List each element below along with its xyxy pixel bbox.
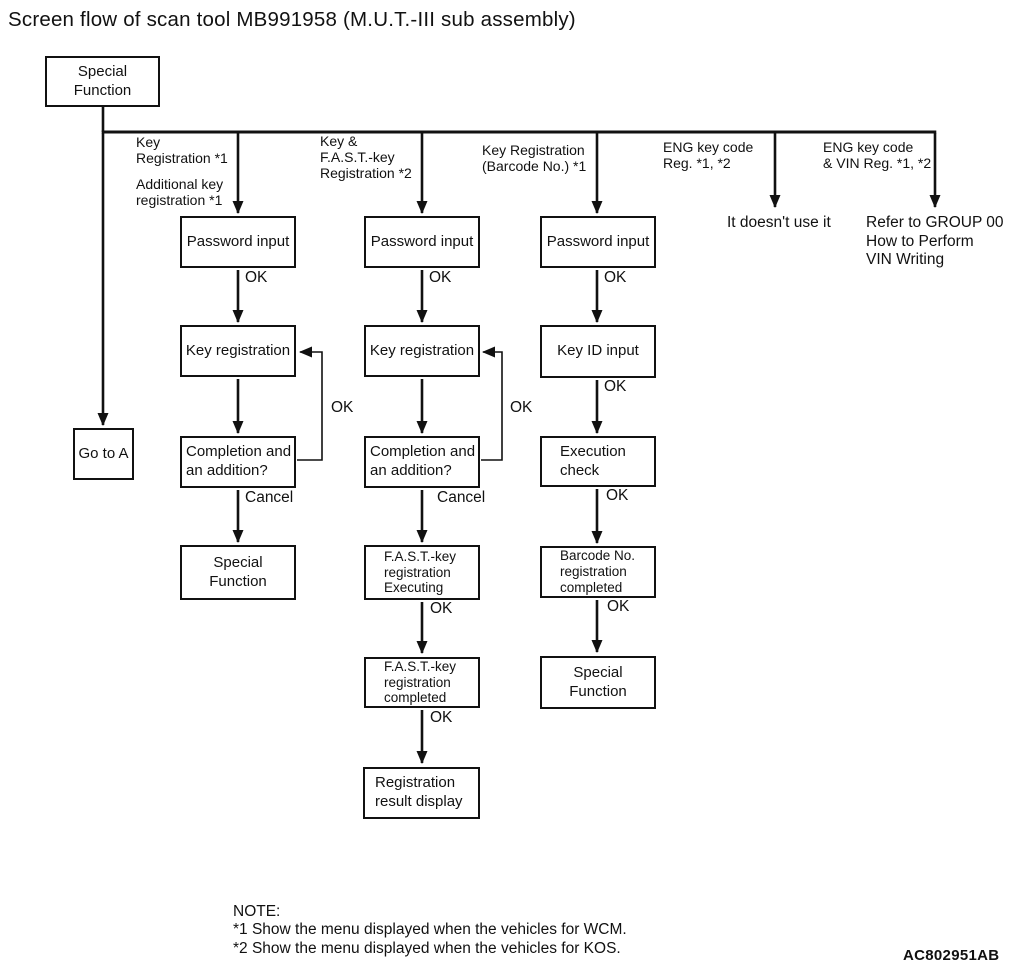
edge-label-col3-ok-password: OK <box>429 269 452 286</box>
flow-box-col3-key-registration: Key registration <box>364 325 480 377</box>
edge-label-col2-ok-password: OK <box>245 269 268 286</box>
flow-box-col3-registration-result: Registration result display <box>363 767 480 819</box>
branch-label-key-registration: Key Registration *1 <box>136 134 228 167</box>
page-title: Screen flow of scan tool MB991958 (M.U.T… <box>8 8 576 31</box>
edge-label-col4-ok-password: OK <box>604 269 627 286</box>
branch-label-key-registration-barcode: Key Registration (Barcode No.) *1 <box>482 142 587 175</box>
branch-label-eng-key-code-vin-reg: ENG key code & VIN Reg. *1, *2 <box>823 139 932 172</box>
flow-box-go-to-a: Go to A <box>73 428 134 480</box>
flow-box-col4-barcode-completed: Barcode No. registration completed <box>540 546 656 598</box>
edge-label-col3-cancel: Cancel <box>437 489 486 506</box>
flow-box-col4-key-id-input: Key ID input <box>540 325 656 378</box>
edge-label-col3-ok-executing: OK <box>430 600 453 617</box>
note-heading: NOTE: <box>233 903 281 920</box>
flow-box-col3-completion: Completion and an addition? <box>364 436 480 488</box>
flow-box-col2-key-registration: Key registration <box>180 325 296 377</box>
branch-label-key-fastkey-registration: Key & F.A.S.T.-key Registration *2 <box>320 133 412 182</box>
terminal-text-refer-group00: Refer to GROUP 00 How to Perform VIN Wri… <box>866 214 1004 269</box>
edge-label-col4-ok-barcode: OK <box>607 598 630 615</box>
flow-box-col4-password-input: Password input <box>540 216 656 268</box>
figure-code: AC802951AB <box>903 947 1000 964</box>
note-block: NOTE: *1 Show the menu displayed when th… <box>233 903 627 958</box>
flow-box-col4-special-function: Special Function <box>540 656 656 709</box>
edge-label-col2-ok-loop: OK <box>331 399 354 416</box>
edge-label-col4-ok-keyid: OK <box>604 378 627 395</box>
flow-box-col3-fastkey-completed: F.A.S.T.-key registration completed <box>364 657 480 708</box>
note-line-wcm: *1 Show the menu displayed when the vehi… <box>233 921 627 939</box>
flow-box-col4-execution-check: Execution check <box>540 436 656 487</box>
terminal-text-not-used: It doesn't use it <box>727 214 831 231</box>
branch-label-additional-key-registration: Additional key registration *1 <box>136 176 224 209</box>
flow-box-col3-password-input: Password input <box>364 216 480 268</box>
flow-box-col2-completion: Completion and an addition? <box>180 436 296 488</box>
flow-box-col2-password-input: Password input <box>180 216 296 268</box>
edge-label-col3-ok-loop: OK <box>510 399 533 416</box>
branch-label-eng-key-code-reg: ENG key code Reg. *1, *2 <box>663 139 754 172</box>
edge-label-col2-cancel: Cancel <box>245 489 294 506</box>
flow-box-special-function-root: Special Function <box>45 56 160 107</box>
edge-label-col4-ok-execution: OK <box>606 487 629 504</box>
flow-box-col2-special-function: Special Function <box>180 545 296 600</box>
flow-box-col3-fastkey-executing: F.A.S.T.-key registration Executing <box>364 545 480 600</box>
note-line-kos: *2 Show the menu displayed when the vehi… <box>233 939 621 957</box>
edge-label-col3-ok-completed: OK <box>430 709 453 726</box>
